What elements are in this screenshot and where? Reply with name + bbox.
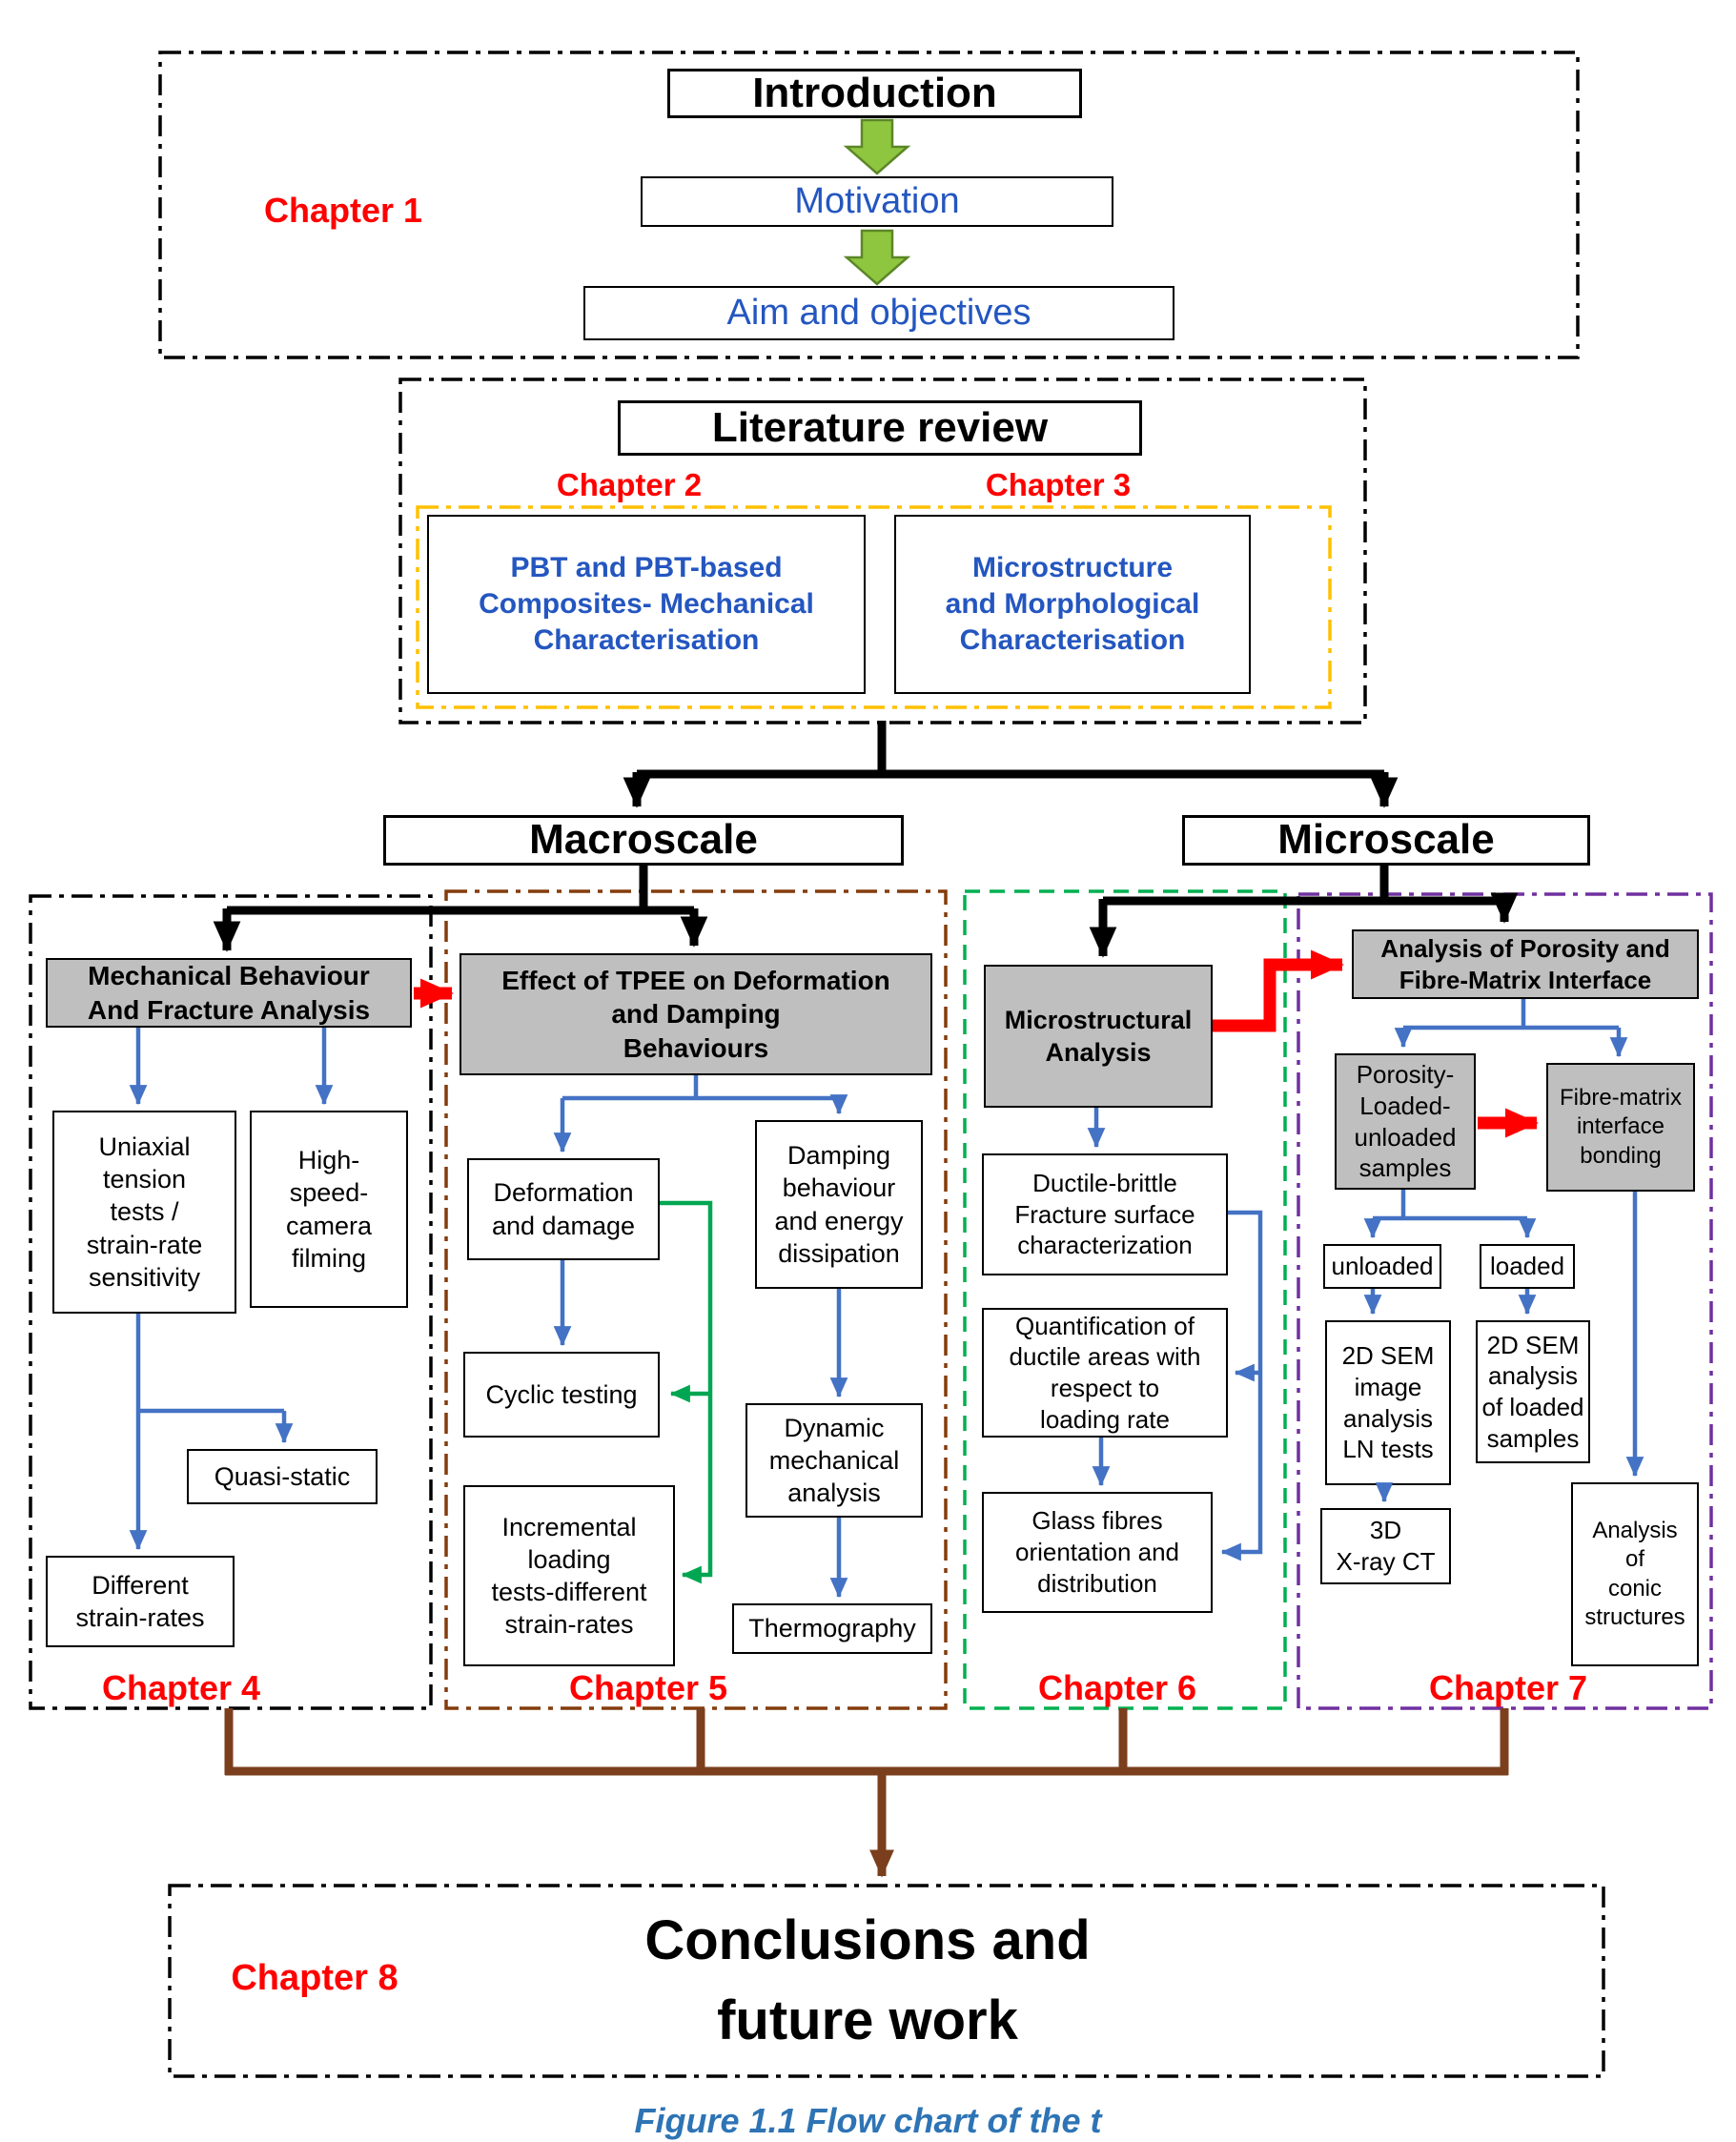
- glass-fibres-box: Glass fibres orientation and distributio…: [982, 1492, 1213, 1613]
- chapter3-label: Chapter 3: [985, 467, 1132, 502]
- chapter1-section-border: [158, 51, 1580, 359]
- ductile-brittle-box: Ductile-brittle Fracture surface charact…: [982, 1153, 1228, 1275]
- porosity-samples-box: Porosity- Loaded- unloaded samples: [1335, 1053, 1476, 1190]
- chapter5-label: Chapter 5: [568, 1668, 728, 1707]
- quantification-box: Quantification of ductile areas with res…: [982, 1308, 1228, 1438]
- fibre-matrix-bonding-box: Fibre-matrix interface bonding: [1546, 1063, 1695, 1192]
- uniaxial-tension-box: Uniaxial tension tests / strain-rate sen…: [52, 1111, 236, 1314]
- literature-inner-border: [416, 505, 1332, 709]
- incremental-loading-box: Incremental loading tests-different stra…: [463, 1485, 675, 1666]
- cyclic-testing-box: Cyclic testing: [463, 1352, 660, 1438]
- figure-caption: Figure 1.1 Flow chart of the t: [634, 2101, 1102, 2140]
- xray-ct-box: 3D X-ray CT: [1320, 1508, 1451, 1584]
- aim-objectives-box: Aim and objectives: [583, 286, 1174, 340]
- chapter6-header-box: Microstructural Analysis: [984, 965, 1213, 1108]
- chapter8-label: Chapter 8: [231, 1958, 398, 1998]
- chapter7-header-box: Analysis of Porosity and Fibre-Matrix In…: [1352, 929, 1699, 999]
- conic-structures-box: Analysis of conic structures: [1571, 1482, 1699, 1666]
- chapter6-label: Chapter 6: [1037, 1668, 1197, 1707]
- motivation-box: Motivation: [641, 176, 1113, 227]
- chapter2-label: Chapter 2: [556, 467, 703, 502]
- highspeed-camera-box: High- speed- camera filming: [250, 1111, 408, 1308]
- deformation-damage-box: Deformation and damage: [467, 1158, 660, 1260]
- literature-review-box: Literature review: [618, 400, 1142, 456]
- thermography-box: Thermography: [732, 1603, 932, 1654]
- chapter7-label: Chapter 7: [1428, 1668, 1588, 1707]
- chapter1-label: Chapter 1: [263, 191, 423, 230]
- damping-behaviour-box: Damping behaviour and energy dissipation: [755, 1120, 923, 1289]
- sem-loaded-box: 2D SEM analysis of loaded samples: [1476, 1320, 1590, 1463]
- loaded-box: loaded: [1480, 1244, 1575, 1289]
- unloaded-box: unloaded: [1323, 1244, 1441, 1289]
- quasi-static-box: Quasi-static: [187, 1449, 378, 1504]
- sem-unloaded-box: 2D SEM image analysis LN tests: [1325, 1320, 1451, 1485]
- literature-section-border: [398, 377, 1367, 724]
- pbt-composites-box: PBT and PBT-based Composites- Mechanical…: [427, 515, 866, 694]
- different-strain-rates-box: Different strain-rates: [46, 1556, 235, 1647]
- macroscale-box: Macroscale: [383, 815, 904, 866]
- chapter4-label: Chapter 4: [101, 1668, 261, 1707]
- introduction-box: Introduction: [667, 69, 1082, 118]
- dynamic-mechanical-analysis-box: Dynamic mechanical analysis: [745, 1403, 923, 1518]
- microstructure-characterisation-box: Microstructure and Morphological Charact…: [894, 515, 1251, 694]
- chapter5-header-box: Effect of TPEE on Deformation and Dampin…: [460, 953, 932, 1075]
- conclusions-title: Conclusions and future work: [644, 1908, 1091, 2051]
- conclusions-section-border: [168, 1884, 1605, 2078]
- microscale-box: Microscale: [1182, 815, 1590, 866]
- chapter4-header-box: Mechanical Behaviour And Fracture Analys…: [46, 958, 412, 1028]
